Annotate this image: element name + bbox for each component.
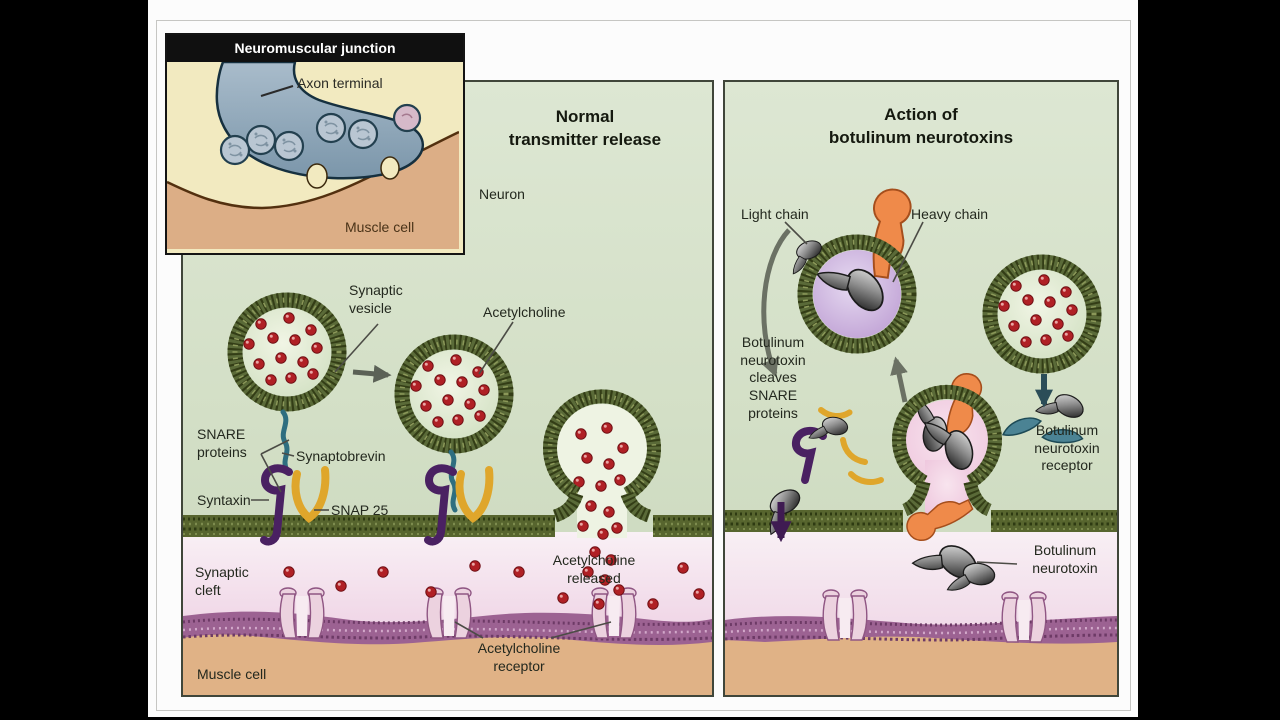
inset-artwork: [167, 62, 459, 249]
label-synaptobrevin: Synaptobrevin: [296, 448, 386, 464]
fused-vesicle-graphic: [543, 389, 661, 586]
label-axon-terminal: Axon terminal: [297, 75, 383, 91]
left-panel-title-line2: transmitter release: [508, 129, 662, 149]
right-panel-title-line1: Action of: [884, 105, 958, 124]
left-panel-artwork: [183, 82, 712, 695]
inset-junction-fold: [380, 156, 400, 180]
left-panel-title-line1: Normal: [555, 107, 615, 126]
label-botulinum-receptor: Botulinum neurotoxin receptor: [1034, 422, 1100, 474]
label-snare-proteins: SNARE proteins: [197, 426, 247, 460]
inset-title: Neuromuscular junction: [167, 35, 463, 62]
label-snap-25: SNAP 25: [331, 502, 389, 518]
right-panel-artwork: [725, 186, 1117, 695]
label-neuron: Neuron: [479, 186, 525, 202]
label-synaptic-vesicle: Synaptic vesicle: [349, 282, 403, 316]
synaptic-vesicle-graphic: [990, 262, 1094, 366]
label-botulinum-neurotoxin: Botulinum neurotoxin: [1032, 542, 1098, 576]
inset-pointer-line: [260, 85, 294, 97]
inset-vesicles: [219, 103, 422, 166]
label-cleaves-snare: Botulinum neurotoxin cleaves SNARE prote…: [740, 334, 806, 421]
pointer-lines: [784, 221, 1018, 565]
toxin-cycle-arrow: [761, 228, 791, 378]
neuron-membrane: [725, 510, 1117, 532]
pointer-lines: [251, 321, 612, 639]
inset-muscle-region: [167, 132, 459, 249]
label-acetylcholine-receptor: Acetylcholine receptor: [477, 640, 561, 674]
label-synaptic-cleft: Synaptic cleft: [195, 564, 249, 598]
left-panel-title: Normal transmitter release: [470, 106, 700, 152]
neuron-membrane: [183, 515, 712, 537]
inset-junction-fold: [306, 163, 328, 189]
panel-botulinum-neurotoxin-action: Action of botulinum neurotoxins Light ch…: [723, 80, 1119, 697]
slide-frame-line: [156, 20, 1131, 711]
vesicle-up-arrow: [890, 356, 908, 403]
label-heavy-chain: Heavy chain: [911, 206, 989, 222]
toxin-vesicle-graphic: [784, 186, 913, 346]
right-panel-title-line2: botulinum neurotoxins: [828, 127, 1014, 147]
synaptobrevin-graphic: [451, 452, 455, 510]
label-acetylcholine: Acetylcholine: [483, 304, 566, 320]
cleaved-snare-fragments: [754, 407, 884, 535]
label-muscle-cell: Muscle cell: [197, 666, 267, 682]
right-panel-title: Action of botulinum neurotoxins: [725, 104, 1117, 150]
label-light-chain: Light chain: [741, 206, 809, 222]
label-acetylcholine-released: Acetylcholine released: [552, 552, 636, 586]
vesicle-movement-arrow: [352, 364, 392, 383]
label-inset-muscle-cell: Muscle cell: [345, 219, 415, 235]
neuromuscular-junction-inset: Neuromuscular junction: [165, 33, 465, 255]
endocytosing-vesicle-graphic: [892, 369, 1002, 599]
label-syntaxin: Syntaxin: [197, 492, 251, 508]
